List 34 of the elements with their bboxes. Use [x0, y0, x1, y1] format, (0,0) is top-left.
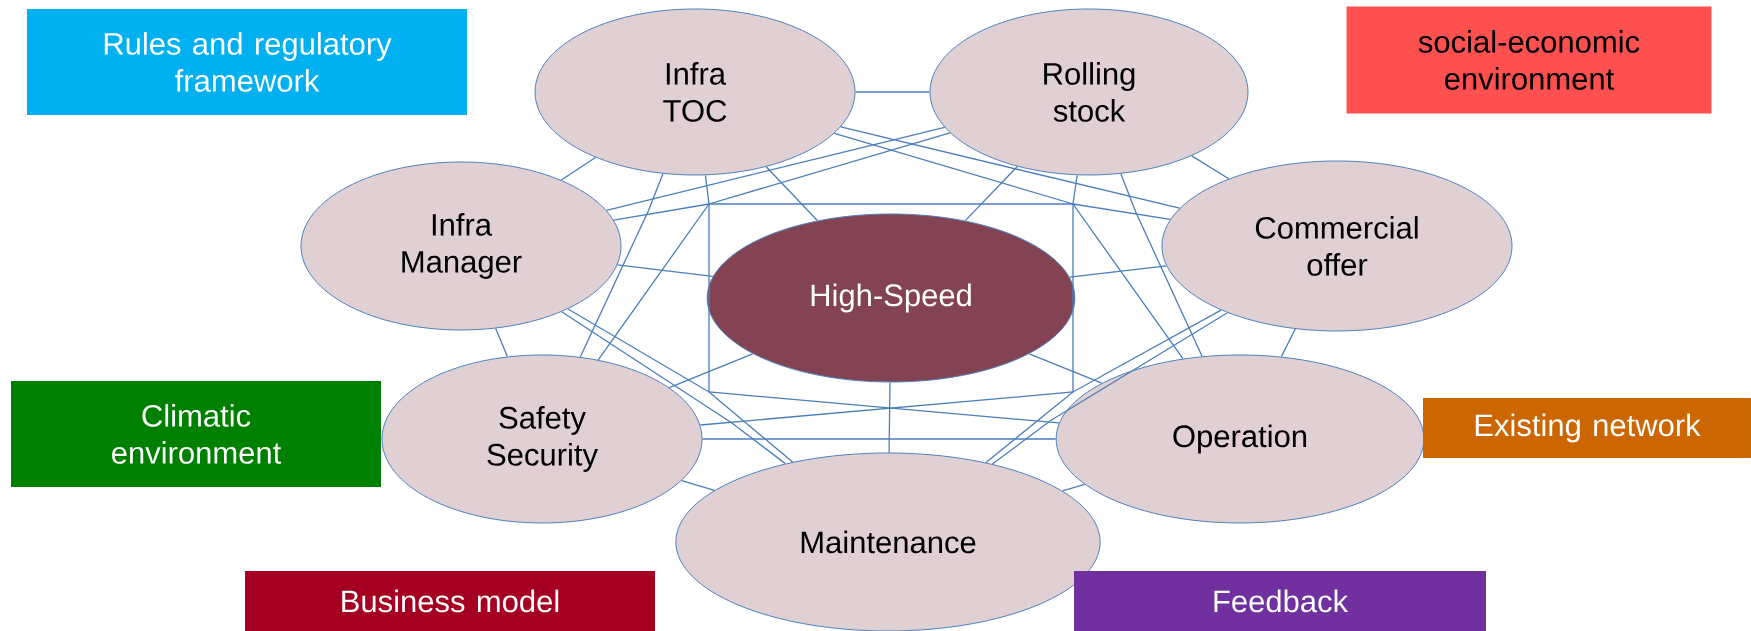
connector-line	[495, 327, 509, 358]
connector-line	[833, 132, 1184, 360]
connector-line	[964, 165, 1018, 222]
category-box: Climatic environment	[11, 381, 381, 487]
connector-line	[991, 312, 1229, 465]
category-box: social-economic environment	[1346, 6, 1712, 114]
connector-line	[1280, 328, 1296, 358]
category-box: Business model	[245, 571, 655, 631]
connector-line	[1061, 483, 1086, 492]
connector-line	[1069, 265, 1167, 278]
connector-line	[616, 264, 714, 278]
category-box: Rules and regulatory framework	[27, 9, 467, 115]
connector-line	[597, 132, 951, 361]
connector-line	[605, 126, 946, 211]
connector-line	[681, 479, 716, 491]
connector-line	[613, 203, 1171, 221]
connector-line	[567, 308, 1060, 424]
connector-line	[704, 174, 794, 463]
connector-line	[985, 174, 1078, 464]
connector-line	[1028, 353, 1103, 384]
connector-line	[765, 166, 818, 222]
connector-line	[561, 311, 786, 465]
connector-line	[1191, 155, 1230, 180]
connector-line	[840, 126, 1181, 209]
category-box: Feedback	[1074, 571, 1486, 631]
connector-line	[699, 309, 1222, 426]
connector-line	[668, 353, 754, 389]
connector-line	[701, 438, 1057, 440]
connector-line	[579, 173, 664, 358]
category-box: Existing network	[1423, 398, 1751, 458]
connector-line	[1120, 173, 1203, 357]
connector-line	[560, 156, 597, 181]
connector-line	[854, 91, 931, 93]
connector-line	[888, 381, 891, 454]
